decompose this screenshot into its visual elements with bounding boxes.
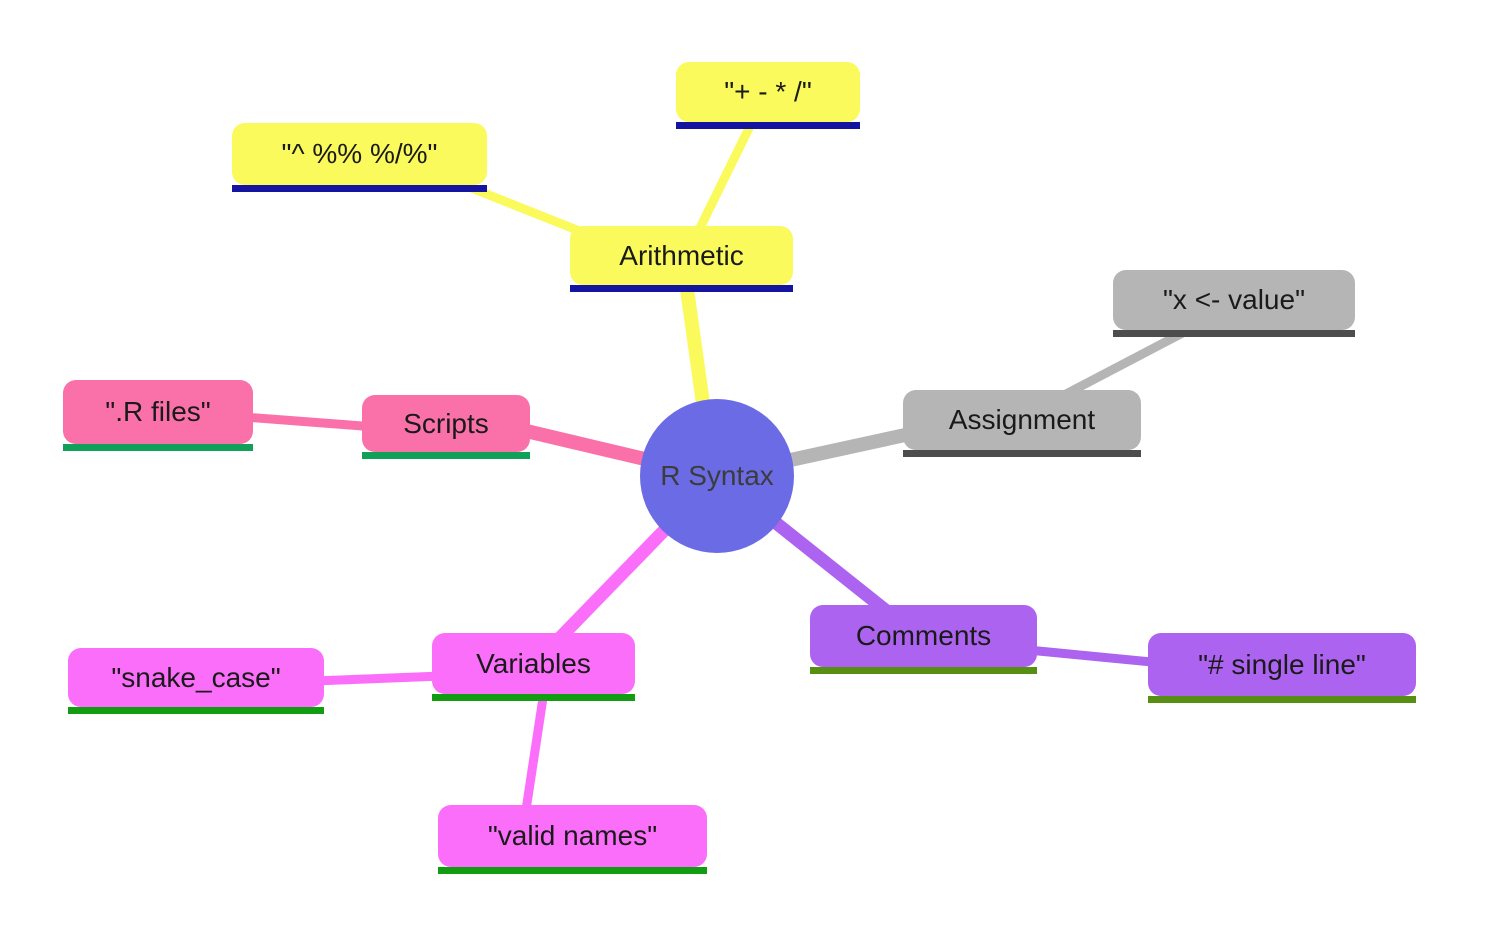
edge-assignment-x-value [1063,324,1195,398]
edge-variables-snake-case [313,671,443,686]
node-snake-case-label: "snake_case" [68,648,324,707]
node-valid-names-underline [438,867,707,874]
node-scripts-label: Scripts [362,395,530,452]
node-plus-minus-times-divide-label: "+ - * /" [676,62,860,122]
edge-variables-valid-names [521,697,548,811]
node-valid-names[interactable]: "valid names" [438,805,707,874]
node-plus-minus-times-divide[interactable]: "+ - * /" [676,62,860,129]
node-assignment[interactable]: Assignment [903,390,1141,457]
node-caret-modulo-underline [232,185,487,192]
node-variables-underline [432,694,635,701]
node-variables[interactable]: Variables [432,633,635,701]
node-arithmetic-label: Arithmetic [570,226,793,285]
node-x-arrow-value-underline [1113,330,1355,337]
node-comments-underline [810,667,1037,674]
node-r-files[interactable]: ".R files" [63,380,253,451]
node-scripts-underline [362,452,530,459]
node-single-line-underline [1148,696,1416,703]
edge-scripts-r-files [243,412,377,432]
central-node-r-syntax[interactable]: R Syntax [640,399,794,553]
edge-arithmetic-plus-minus [692,118,758,236]
node-single-line[interactable]: "# single line" [1148,633,1416,703]
node-r-files-underline [63,444,253,451]
edge-comments-single-line [1027,645,1163,668]
node-r-files-label: ".R files" [63,380,253,444]
node-arithmetic-underline [570,285,793,292]
node-assignment-underline [903,450,1141,457]
node-scripts[interactable]: Scripts [362,395,530,459]
node-snake-case-underline [68,707,324,714]
node-snake-case[interactable]: "snake_case" [68,648,324,714]
node-plus-minus-times-divide-underline [676,122,860,129]
node-arithmetic[interactable]: Arithmetic [570,226,793,292]
node-caret-modulo[interactable]: "^ %% %/%" [232,123,487,192]
node-single-line-label: "# single line" [1148,633,1416,696]
node-x-arrow-value-label: "x <- value" [1113,270,1355,330]
node-caret-modulo-label: "^ %% %/%" [232,123,487,185]
node-comments[interactable]: Comments [810,605,1037,674]
central-node-label: R Syntax [660,460,774,491]
node-assignment-label: Assignment [903,390,1141,450]
node-x-arrow-value[interactable]: "x <- value" [1113,270,1355,337]
node-valid-names-label: "valid names" [438,805,707,867]
node-comments-label: Comments [810,605,1037,667]
node-variables-label: Variables [432,633,635,694]
